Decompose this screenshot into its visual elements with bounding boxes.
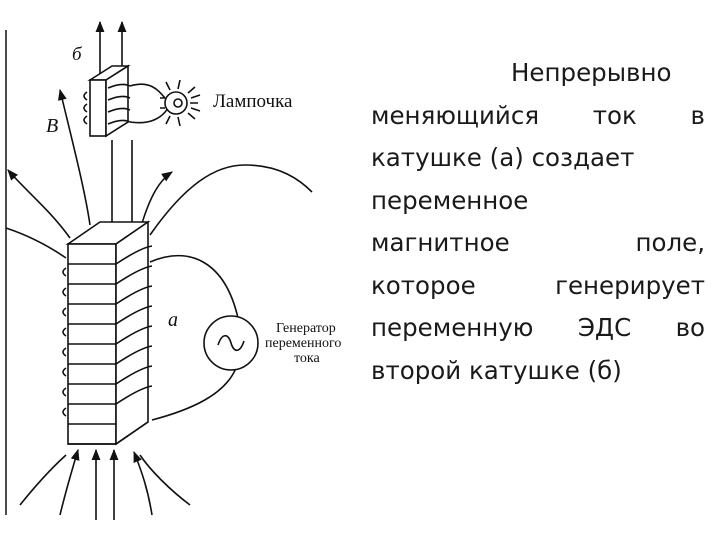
lamp-label: Лампочка [213,91,293,112]
caption-line: которое генерирует [371,270,705,300]
coil-b-label: б [72,44,83,65]
caption-line: Непрерывно [511,58,672,87]
generator-label-line2: переменного [265,336,341,351]
field-lines-top [5,20,313,259]
caption-text: Непрерывно меняющийся ток в катушке (а) … [371,52,705,392]
caption-line: переменное [371,185,529,215]
coil-b [83,64,169,138]
coil-a [62,220,239,446]
lamp-icon [160,79,201,127]
caption-line: катушке (а) создает [371,143,635,172]
caption-line: магнитное поле, [371,228,705,257]
generator-label-line3: тока [294,351,321,366]
field-lines-bottom [19,448,191,520]
caption-line: переменную ЭДС во [371,313,705,342]
coil-a-label: а [168,309,178,331]
generator-label-line1: Генератор [276,321,336,336]
field-b-label: B [46,115,58,137]
ac-generator-icon [203,315,259,371]
electromagnetic-induction-diagram: б B Лампочка а Генератор переменного ток… [5,20,341,520]
caption-line: меняющийся ток в [371,100,705,130]
caption-line: второй катушке (б) [371,355,622,385]
